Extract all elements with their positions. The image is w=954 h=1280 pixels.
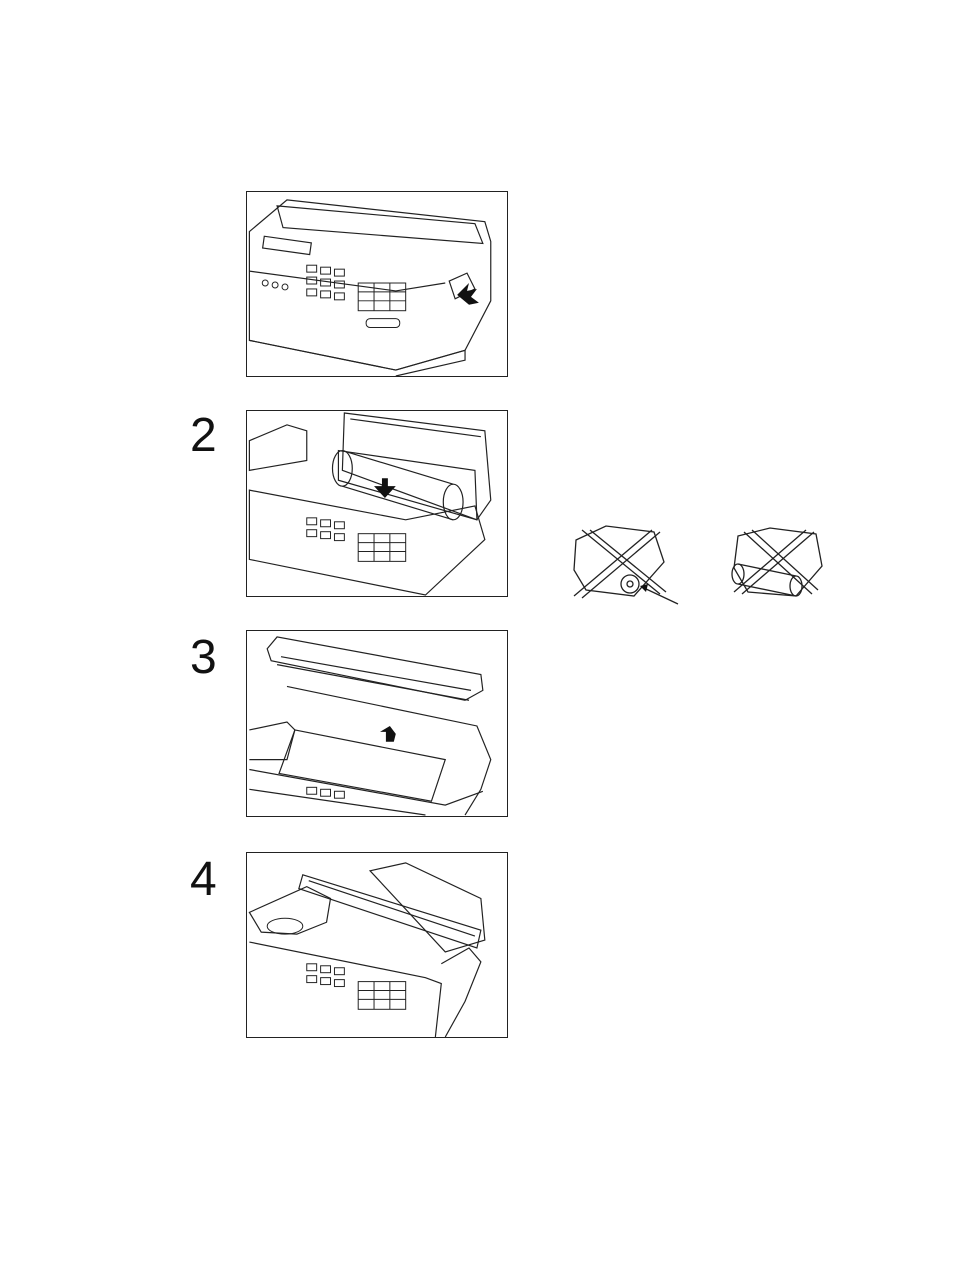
step-2-figure [246,410,508,597]
step-3-figure [246,630,508,817]
step-number-3: 3 [190,634,217,682]
wrong-roll-example-2 [724,522,828,602]
step-4-figure [246,852,508,1038]
fax-machine-illustration [247,192,507,376]
step-number-4: 4 [190,856,217,904]
fax-paper-leading-edge-illustration [247,631,507,816]
paper-roll-wrong-orientation-icon [568,522,686,606]
step-number-2: 2 [190,412,217,460]
fax-cover-close-illustration [247,853,507,1037]
wrong-roll-example-1 [568,522,686,606]
fax-paper-roll-insert-illustration [247,411,507,596]
step-1-figure [246,191,508,377]
paper-roll-wrong-orientation-icon [724,522,828,602]
